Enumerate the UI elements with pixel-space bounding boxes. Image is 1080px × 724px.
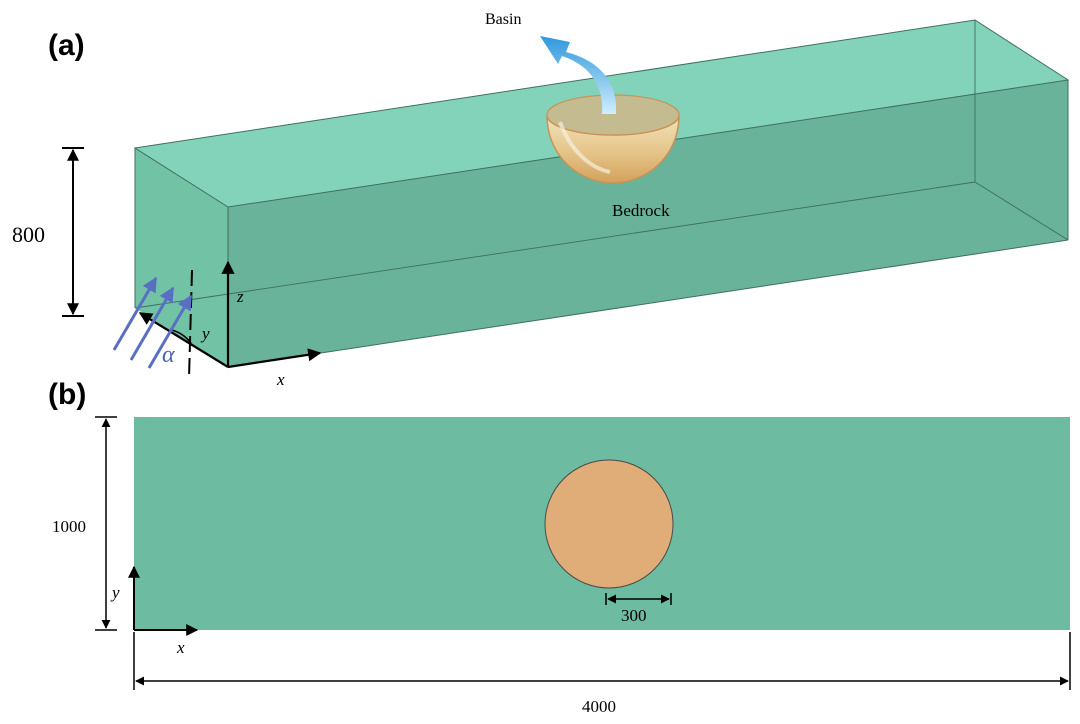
angle-reference-dashed-line <box>188 269 193 379</box>
wave-arrow <box>129 286 175 361</box>
plan-basin-circle <box>544 459 674 589</box>
panel-a-label: (a) <box>48 29 85 62</box>
height-dimension <box>62 147 84 317</box>
length-dimension <box>133 632 1071 690</box>
wave-arrow <box>147 294 193 369</box>
radius-dimension <box>605 593 672 605</box>
wave-arrow <box>112 276 158 351</box>
basin-hemisphere <box>546 94 680 184</box>
incidence-angle-symbol: α <box>162 342 175 368</box>
basin-highlight <box>558 121 611 174</box>
bedrock-label: Bedrock <box>612 201 670 220</box>
y-axis-label: y <box>200 324 210 343</box>
box-hidden-edge <box>134 181 976 309</box>
plan-view <box>134 417 1070 630</box>
box-edge <box>227 239 1069 368</box>
height-dimension-label: 800 <box>12 222 45 247</box>
axes-2d <box>128 565 199 636</box>
width-dimension-label: 1000 <box>52 517 86 536</box>
basin-pointer-arrow <box>540 36 617 114</box>
width-dimension <box>95 416 117 631</box>
x-axis-label: x <box>276 370 285 389</box>
z-axis-label: z <box>236 287 244 306</box>
plan-x-axis-label: x <box>176 638 185 657</box>
plan-y-axis-label: y <box>110 583 120 602</box>
basin-label: Basin <box>485 11 521 28</box>
angle-arc <box>171 329 192 344</box>
box-front-face <box>228 80 1068 367</box>
length-dimension-label: 4000 <box>582 697 616 716</box>
panel-b-label: (b) <box>48 378 86 411</box>
incident-wave-arrows <box>112 276 193 369</box>
x-axis <box>227 348 322 369</box>
radius-dimension-label: 300 <box>621 606 647 625</box>
box-hidden-edge <box>974 181 1069 241</box>
